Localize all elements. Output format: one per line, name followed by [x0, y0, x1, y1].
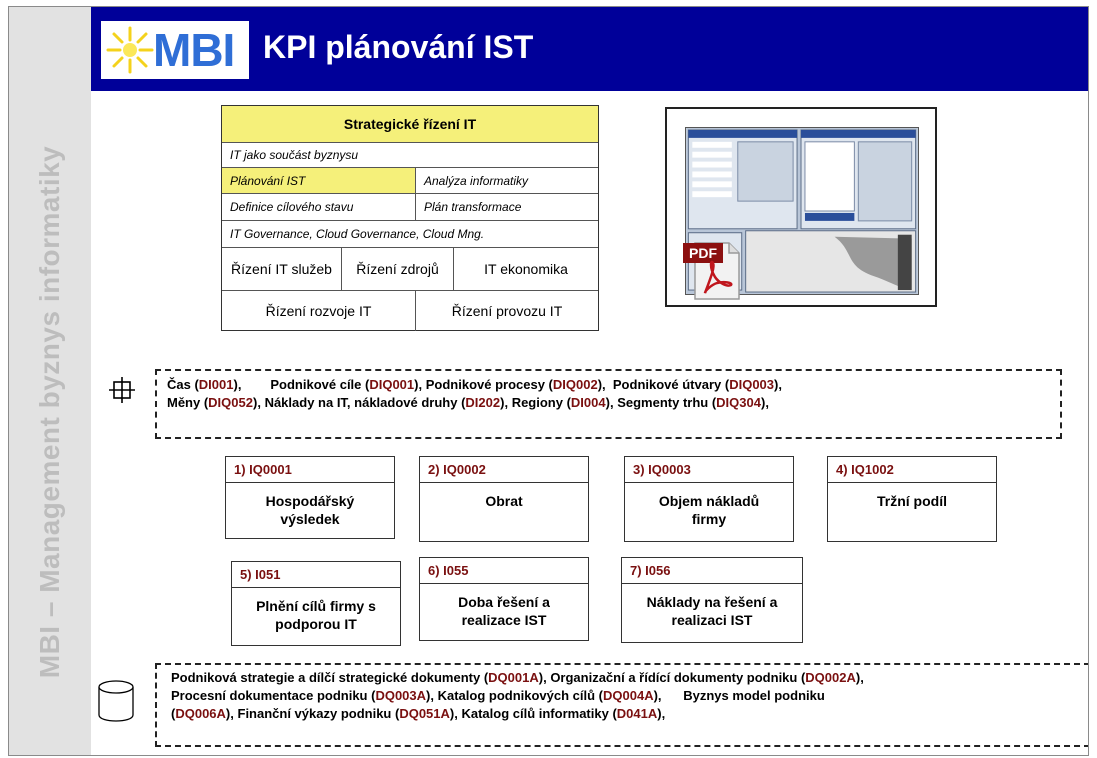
document-item: Katalog cílů informatiky (D041A),: [461, 706, 666, 721]
resources-cell: Řízení zdrojů: [342, 248, 454, 290]
kpi-id: 2) IQ0002: [420, 457, 588, 483]
dimension-item: Podnikové cíle (DIQ001),: [270, 377, 423, 392]
sun-icon: [106, 26, 154, 74]
governance-cell: IT Governance, Cloud Governance, Cloud M…: [230, 227, 485, 241]
documents-line-1: Podniková strategie a dílčí strategické …: [171, 669, 1088, 687]
vertical-brand-text: MBI – Management byznys informatiky: [34, 145, 65, 679]
pdf-label: PDF: [689, 245, 717, 261]
kpi-name: Tržní podíl: [877, 493, 947, 509]
pdf-icon: PDF: [683, 242, 740, 300]
kpi-card: 4) IQ1002 Tržní podíl: [827, 456, 997, 542]
documents-line-3: (DQ006A), Finanční výkazy podniku (DQ051…: [171, 705, 1088, 723]
dimension-item: Podnikové útvary (DIQ003),: [612, 377, 782, 392]
table-title: Strategické řízení IT: [343, 115, 477, 132]
dimension-item: Regiony (DI004),: [511, 395, 614, 410]
transformation-cell: Plán transformace: [424, 200, 522, 214]
kpi-id: 5) I051: [232, 562, 400, 588]
logo: MBI: [101, 21, 249, 79]
development-cell: Řízení rozvoje IT: [222, 291, 416, 331]
kpi-name: Obrat: [485, 493, 523, 509]
planning-cell: Plánování IST: [222, 168, 416, 193]
document-item: Katalog podnikových cílů (DQ004A),: [437, 688, 662, 703]
kpi-card: 2) IQ0002 Obrat: [419, 456, 589, 542]
document-item: Procesní dokumentace podniku (DQ003A),: [171, 688, 434, 703]
operations-cell: Řízení provozu IT: [451, 302, 563, 319]
dimension-cube-icon: [109, 377, 135, 403]
dimension-item: Čas (DI001),: [167, 377, 242, 392]
document-item: Organizační a řídící dokumenty podniku (…: [550, 670, 864, 685]
business-cell: IT jako součást byznysu: [230, 148, 359, 162]
logo-text: MBI: [153, 24, 235, 76]
dimensions-line-2: Měny (DIQ052), Náklady na IT, nákladové …: [167, 394, 1060, 412]
left-band: MBI – Management byznys informatiky: [9, 7, 91, 755]
dimension-item: Segmenty trhu (DIQ304),: [617, 395, 769, 410]
economics-cell: IT ekonomika: [484, 260, 568, 277]
kpi-id: 3) IQ0003: [625, 457, 793, 483]
document-item: Podniková strategie a dílčí strategické …: [171, 670, 547, 685]
document-item: Byznys model podniku: [683, 688, 825, 703]
header-bar: MBI KPI plánování IST: [91, 7, 1088, 91]
dimension-item: Podnikové procesy (DIQ002),: [425, 377, 606, 392]
kpi-id: 4) IQ1002: [828, 457, 996, 483]
dimensions-line-1: Čas (DI001), Podnikové cíle (DIQ001), Po…: [167, 376, 1060, 394]
analysis-cell: Analýza informatiky: [424, 173, 529, 188]
target-state-cell: Definice cílového stavu: [222, 194, 416, 220]
document-item: (DQ006A),: [171, 706, 234, 721]
table-row: IT jako součást byznysu: [222, 143, 598, 168]
table-title-row: Strategické řízení IT: [222, 106, 598, 143]
dimension-item: Náklady na IT, nákladové druhy (DI202),: [264, 395, 509, 410]
strategic-table: Strategické řízení IT IT jako součást by…: [221, 105, 599, 331]
documents-line-2: Procesní dokumentace podniku (DQ003A), K…: [171, 687, 1088, 705]
page-title: KPI plánování IST: [263, 29, 534, 65]
database-icon: [98, 680, 134, 722]
documents-box: Podniková strategie a dílčí strategické …: [155, 663, 1088, 747]
kpi-id: 6) I055: [420, 558, 588, 584]
dimensions-box: Čas (DI001), Podnikové cíle (DIQ001), Po…: [155, 369, 1062, 439]
table-row: Definice cílového stavu Plán transformac…: [222, 194, 598, 221]
dimension-item: Měny (DIQ052),: [167, 395, 261, 410]
table-row: Řízení IT služeb Řízení zdrojů IT ekonom…: [222, 248, 598, 291]
table-row: IT Governance, Cloud Governance, Cloud M…: [222, 221, 598, 248]
slide: MBI – Management byznys informatiky MBI …: [8, 6, 1089, 756]
table-row: Plánování IST Analýza informatiky: [222, 168, 598, 194]
kpi-id: 7) I056: [622, 558, 802, 584]
kpi-id: 1) IQ0001: [226, 457, 394, 483]
document-item: Finanční výkazy podniku (DQ051A),: [237, 706, 458, 721]
table-row: Řízení rozvoje IT Řízení provozu IT: [222, 291, 598, 331]
services-cell: Řízení IT služeb: [222, 248, 342, 290]
